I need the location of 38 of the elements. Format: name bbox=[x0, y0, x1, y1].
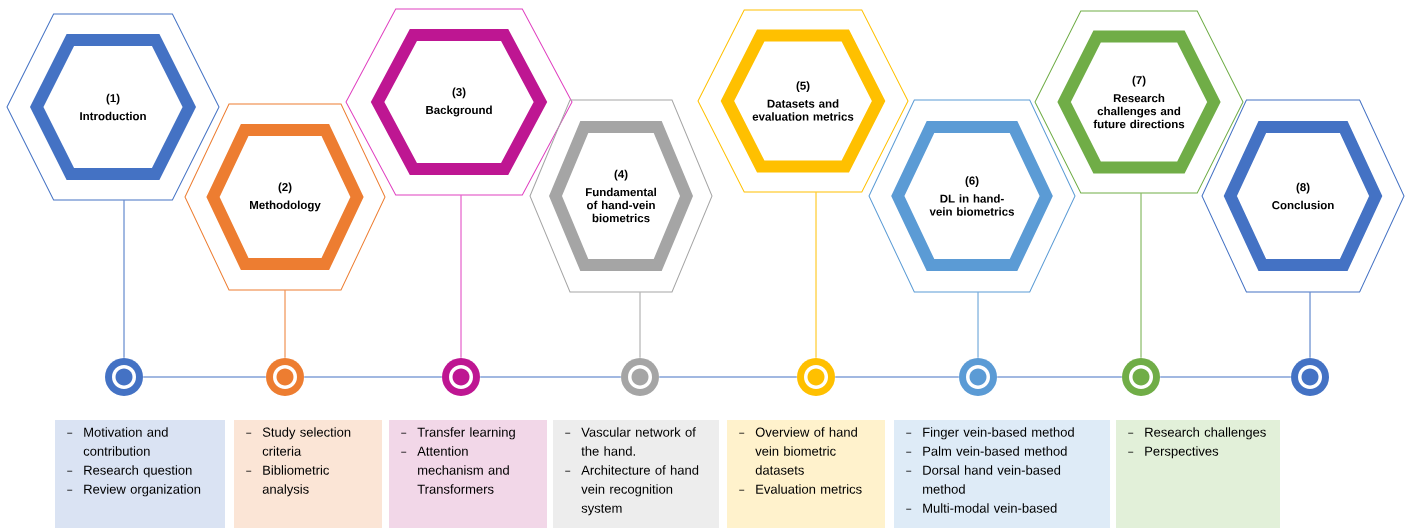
connector-line bbox=[284, 289, 286, 359]
hexagon-node: (5) Datasets and evaluation metrics bbox=[697, 9, 909, 193]
timeline-circle bbox=[621, 358, 659, 396]
hexagon-node: (1) Introduction bbox=[6, 13, 220, 201]
connector-line bbox=[479, 376, 622, 378]
topic-list-box: Study selection criteria Bibliometric analysis bbox=[234, 420, 382, 528]
connector-line bbox=[1309, 291, 1311, 359]
connector-line bbox=[303, 376, 443, 378]
hexagon-node: (8) Conclusion bbox=[1201, 99, 1405, 293]
topic-list-box: Research challenges Perspectives bbox=[1116, 420, 1280, 528]
timeline-circle bbox=[105, 358, 143, 396]
hexagon-node: (2) Methodology bbox=[184, 103, 386, 291]
topic-list-box: Transfer learning Attention mechanism and Transformers bbox=[389, 420, 547, 528]
topic-list-box: Vascular network of the hand. Architecture of hand vein recognition system bbox=[553, 420, 719, 528]
connector-line bbox=[123, 199, 125, 359]
hexagon-node: (6) DL in hand-vein biometrics bbox=[868, 99, 1076, 293]
connector-line bbox=[658, 376, 798, 378]
timeline-circle bbox=[1291, 358, 1329, 396]
timeline-circle bbox=[959, 358, 997, 396]
topic-list-box: Finger vein-based method Palm vein-based method Dorsal hand vein-based method Multi-modal vein-based bbox=[894, 420, 1110, 528]
connector-line bbox=[834, 376, 960, 378]
connector-line bbox=[977, 291, 979, 359]
hexagon-node: (3) Background bbox=[345, 8, 573, 196]
connector-line bbox=[460, 194, 462, 359]
timeline-circle bbox=[442, 358, 480, 396]
hexagon-node: (4) Fundamental of hand-vein biometrics bbox=[529, 99, 713, 293]
connector-line bbox=[815, 191, 817, 359]
hexagon-node: (7) Research challenges and future directions bbox=[1034, 10, 1244, 194]
topic-list-box: Overview of hand vein biometric datasets Evaluation metrics bbox=[727, 420, 885, 528]
timeline-circle bbox=[266, 358, 304, 396]
connector-line bbox=[996, 376, 1123, 378]
connector-line bbox=[1140, 192, 1142, 359]
timeline-circle bbox=[797, 358, 835, 396]
connector-line bbox=[1159, 376, 1292, 378]
connector-line bbox=[142, 376, 267, 378]
timeline-circle bbox=[1122, 358, 1160, 396]
connector-line bbox=[639, 291, 641, 359]
topic-list-box: Motivation and contribution Research question Review organization bbox=[55, 420, 225, 528]
